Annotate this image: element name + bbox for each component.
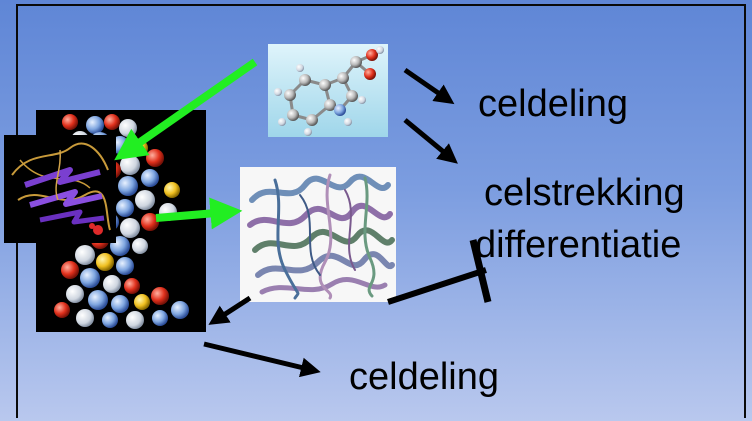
protein-small-image xyxy=(4,135,116,243)
black-arrows xyxy=(203,67,492,378)
protein-large-image xyxy=(240,167,396,302)
green-arrow-dna-to-protein xyxy=(155,197,243,230)
arrow-to-celdeling-bottom xyxy=(203,341,321,378)
arrow-to-celdeling-top xyxy=(403,67,455,105)
label-differentiatie: differentiatie xyxy=(475,224,682,266)
green-arrows xyxy=(114,58,258,230)
arrow-to-celstrekking xyxy=(403,118,458,164)
label-celdeling-top: celdeling xyxy=(478,83,628,125)
label-celdeling-bottom: celdeling xyxy=(349,356,499,398)
molecule-image xyxy=(268,44,388,137)
green-arrow-molecule-to-protein xyxy=(114,58,258,161)
inhibition-bar-to-differentiatie xyxy=(387,239,492,305)
label-celstrekking: celstrekking xyxy=(484,172,685,214)
arrow-protein-to-dna xyxy=(208,295,252,325)
